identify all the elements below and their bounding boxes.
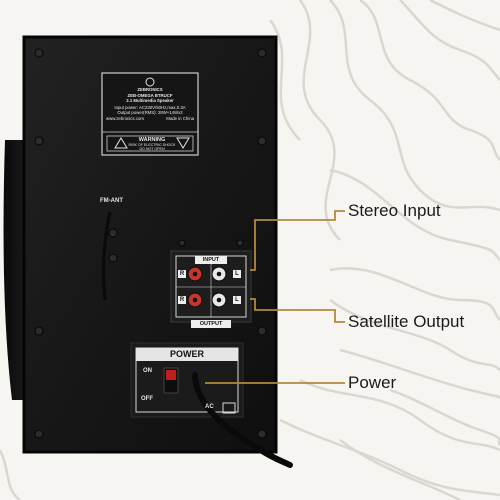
leader-stereo-input — [250, 210, 345, 271]
brand-name: ZEBRONICS — [137, 87, 163, 92]
input-power-spec: Input power: AC230V/50Hz,max,0.3A — [114, 105, 186, 110]
power-label: POWER — [169, 349, 204, 359]
warning-triangle-icon — [114, 137, 128, 149]
warning-line-2: DO NOT OPEN — [139, 147, 165, 151]
made-in: Made in China — [166, 116, 194, 121]
input-label: INPUT — [195, 256, 227, 264]
callout-power: Power — [348, 373, 397, 392]
ac-socket — [222, 402, 236, 414]
label-plate — [101, 72, 199, 156]
jack-label-l-input: L — [233, 270, 241, 278]
fm-antenna-wire — [102, 211, 112, 301]
power-cable — [192, 372, 293, 468]
model-name: ZEB-OMEGA BTRUCF — [127, 93, 173, 98]
label-plate-text: ZEBRONICS ZEB-OMEGA BTRUCF 2.1 Multimedi… — [102, 87, 198, 121]
callout-lines — [205, 210, 345, 384]
warning-title: WARNING — [138, 137, 166, 143]
product-name: 2.1 Multimedia Speaker — [126, 98, 174, 103]
callout-satellite-output: Satellite Output — [348, 312, 465, 331]
output-power-spec: Output power(RMS): 28W+14Wx2 — [117, 110, 183, 115]
switch-on-label: ON — [143, 368, 152, 374]
lightning-icon — [176, 137, 190, 149]
ac-label: AC — [205, 404, 214, 410]
callout-stereo-input: Stereo Input — [348, 201, 441, 220]
output-label: OUTPUT — [191, 320, 231, 328]
warning-box: WARNING RISK OF ELECTRIC SHOCK DO NOT OP… — [127, 137, 177, 151]
leader-satellite-output — [250, 298, 345, 323]
zebronics-logo-icon — [145, 77, 155, 87]
fm-ant-label: FM-ANT — [100, 198, 123, 204]
jack-label-r-input: R — [178, 270, 186, 278]
switch-off-label: OFF — [141, 396, 153, 402]
warning-line-1: RISK OF ELECTRIC SHOCK — [128, 143, 176, 147]
jack-label-r-output: R — [178, 296, 186, 304]
jack-label-l-output: L — [233, 296, 241, 304]
website: www.zebronics.com — [106, 116, 144, 121]
rca-jacks[interactable] — [187, 266, 227, 308]
